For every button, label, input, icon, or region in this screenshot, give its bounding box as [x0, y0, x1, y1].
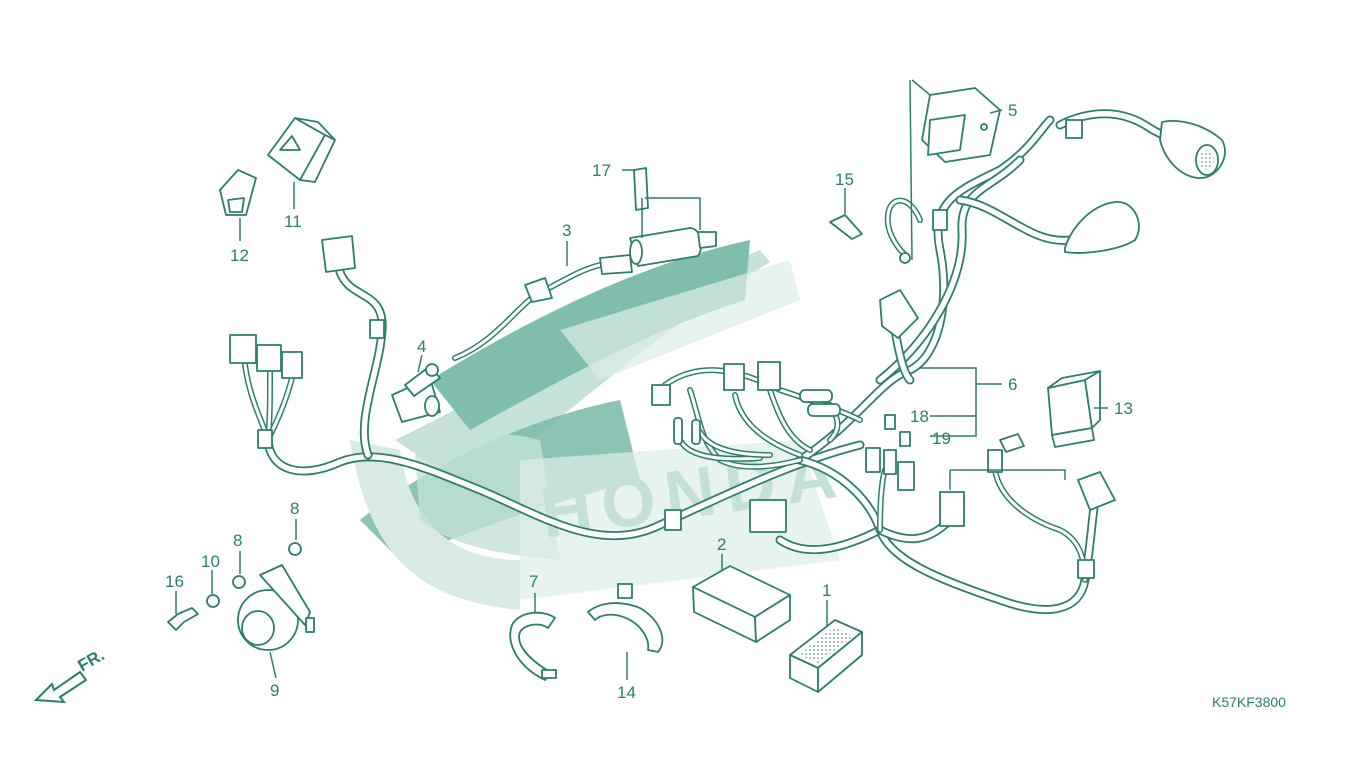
callout-15: 15	[835, 170, 854, 189]
callout-13: 13	[1114, 399, 1133, 418]
callout-19: 19	[932, 429, 951, 448]
callout-1: 1	[822, 581, 831, 600]
leader-lines	[175, 79, 1108, 680]
ignition-coil	[452, 227, 717, 361]
callout-9: 9	[270, 681, 279, 700]
horn-hardware	[167, 167, 863, 631]
flasher-relay-11	[267, 117, 336, 183]
spark-plug-cap	[391, 363, 441, 423]
callout-18: 18	[910, 407, 929, 426]
callout-2: 2	[717, 535, 726, 554]
band-7	[509, 611, 557, 681]
front-direction-arrow: FR.	[33, 645, 108, 704]
callout-3: 3	[562, 221, 571, 240]
band-14	[587, 583, 664, 653]
main-harness	[242, 109, 1185, 615]
drawing-code: K57KF3800	[1212, 694, 1286, 710]
relay-socket-12	[219, 169, 257, 216]
callout-14: 14	[617, 683, 636, 702]
front-direction-label: FR.	[75, 645, 108, 675]
horn-9	[237, 564, 315, 651]
callout-17: 17	[592, 161, 611, 180]
honda-wing-watermark: HONDA	[350, 240, 851, 610]
cdi-unit-2	[692, 565, 791, 643]
regulator-unit	[921, 87, 1001, 163]
callout-6: 6	[1008, 375, 1017, 394]
callout-10: 10	[201, 552, 220, 571]
callout-12: 12	[230, 246, 249, 265]
relay-13	[1047, 370, 1101, 448]
harness-connectors	[229, 119, 1226, 579]
callout-16: 16	[165, 572, 184, 591]
callout-5: 5	[1008, 101, 1017, 120]
callout-7: 7	[529, 572, 538, 591]
callout-8-upper: 8	[290, 499, 299, 518]
callouts: 1 2 3 4 5 6 7 8 8 9 10 11 12 13 14 15 16…	[165, 101, 1133, 702]
callout-4: 4	[417, 337, 426, 356]
callout-8-lower: 8	[233, 531, 242, 550]
callout-11: 11	[284, 212, 302, 231]
fuse-box-1	[789, 619, 863, 693]
